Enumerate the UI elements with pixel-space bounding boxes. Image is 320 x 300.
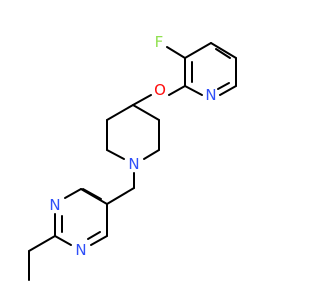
atom-n-piperidine: N: [128, 155, 139, 173]
bond-pip-c4-c3: [132, 104, 160, 121]
bond-c5-n1-double: [217, 82, 230, 90]
atom-n-pyridine: N: [205, 86, 216, 104]
atom-f-fluoro: F: [155, 33, 164, 51]
bond-c2-f: [166, 46, 186, 59]
bond-pym-c4-n3: [64, 188, 82, 199]
bond-o-c4pip: [132, 94, 152, 106]
atom-label-n-pyridine: N: [205, 86, 216, 104]
bond-layer: [28, 42, 237, 281]
atom-label-f-fluoro: F: [155, 33, 164, 51]
atom-label-o-ether: O: [154, 81, 166, 99]
atom-n-pyrimidine-2: N: [75, 241, 86, 259]
bond-ch2-c5pym: [106, 187, 135, 205]
atom-label-layer: N O F N N N: [49, 33, 216, 259]
molecule-structure: N O F N N N: [28, 33, 237, 281]
atom-n-pyrimidine-1: N: [49, 196, 60, 214]
bond-pym-n1-c6: [90, 235, 108, 246]
bond-c5-n1: [219, 85, 237, 96]
atom-o-ether: O: [154, 81, 166, 99]
bond-pip-c2-n: [143, 149, 160, 160]
molecule-diagram: N O F N N N: [28, 33, 237, 281]
atom-label-n-pyrimidine-1: N: [49, 196, 60, 214]
bond-c2-c3: [184, 42, 212, 59]
atom-label-n-piperidine: N: [128, 155, 139, 173]
bond-pym-c5-c4: [80, 188, 108, 205]
bond-c2-ethyl-ch2: [28, 235, 56, 252]
bond-pym-c2-n1: [54, 235, 72, 246]
bond-c4-c4-double: [215, 48, 231, 59]
bond-pym-n1-c6-double: [87, 231, 101, 240]
bond-pip-c5-c4: [106, 104, 134, 121]
bond-n1-c6: [184, 85, 203, 96]
atom-label-n-pyrimidine-2: N: [75, 241, 86, 259]
bond-c6-o: [168, 85, 186, 96]
bond-pym-c5-c4-double: [82, 188, 102, 200]
bond-pip-n-c6: [106, 149, 125, 160]
bond-c3-c4: [210, 42, 237, 59]
